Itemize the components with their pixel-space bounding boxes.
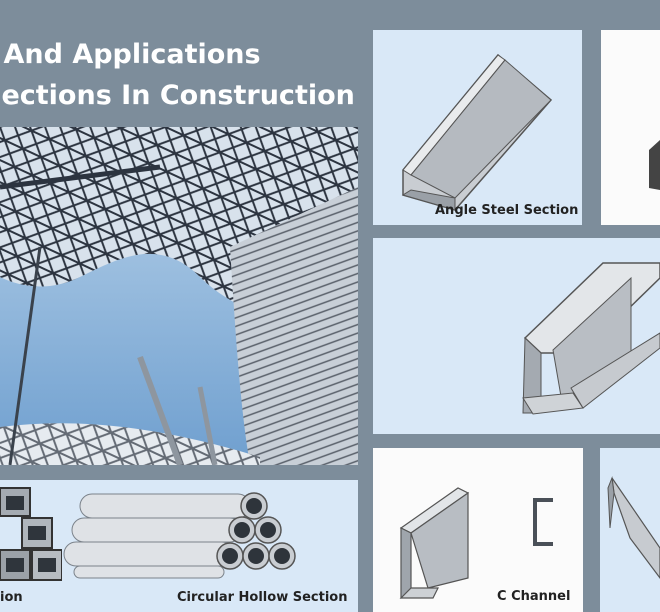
i-beam-profile-icon [522, 262, 660, 415]
partial-section-panel-bottom [600, 448, 660, 612]
circular-hollow-caption: Circular Hollow Section [177, 590, 348, 605]
square-hollow-panel: ion [0, 480, 62, 612]
steel-section-icon [607, 476, 660, 579]
square-tubes-icon [0, 487, 62, 581]
circular-hollow-panel: Circular Hollow Section [62, 480, 358, 612]
angle-steel-profile-icon [401, 53, 553, 211]
title-line-2: Sections In Construction [0, 80, 355, 111]
steel-structure-photo [0, 127, 358, 465]
c-channel-caption: C Channel [497, 589, 571, 604]
i-beam-panel [373, 238, 660, 434]
angle-steel-caption: Angle Steel Section [435, 203, 579, 218]
circular-pipes-icon [63, 492, 296, 579]
c-channel-panel: C Channel [373, 448, 583, 612]
square-hollow-caption: ion [0, 590, 23, 605]
c-channel-profile-icon [399, 487, 553, 599]
steel-section-icon [649, 140, 660, 190]
angle-steel-panel: Angle Steel Section [373, 30, 582, 225]
title-line-1: s And Applications [0, 39, 261, 70]
page-title: s And Applications Sections In Construct… [0, 34, 365, 116]
partial-section-panel-top [601, 30, 660, 225]
